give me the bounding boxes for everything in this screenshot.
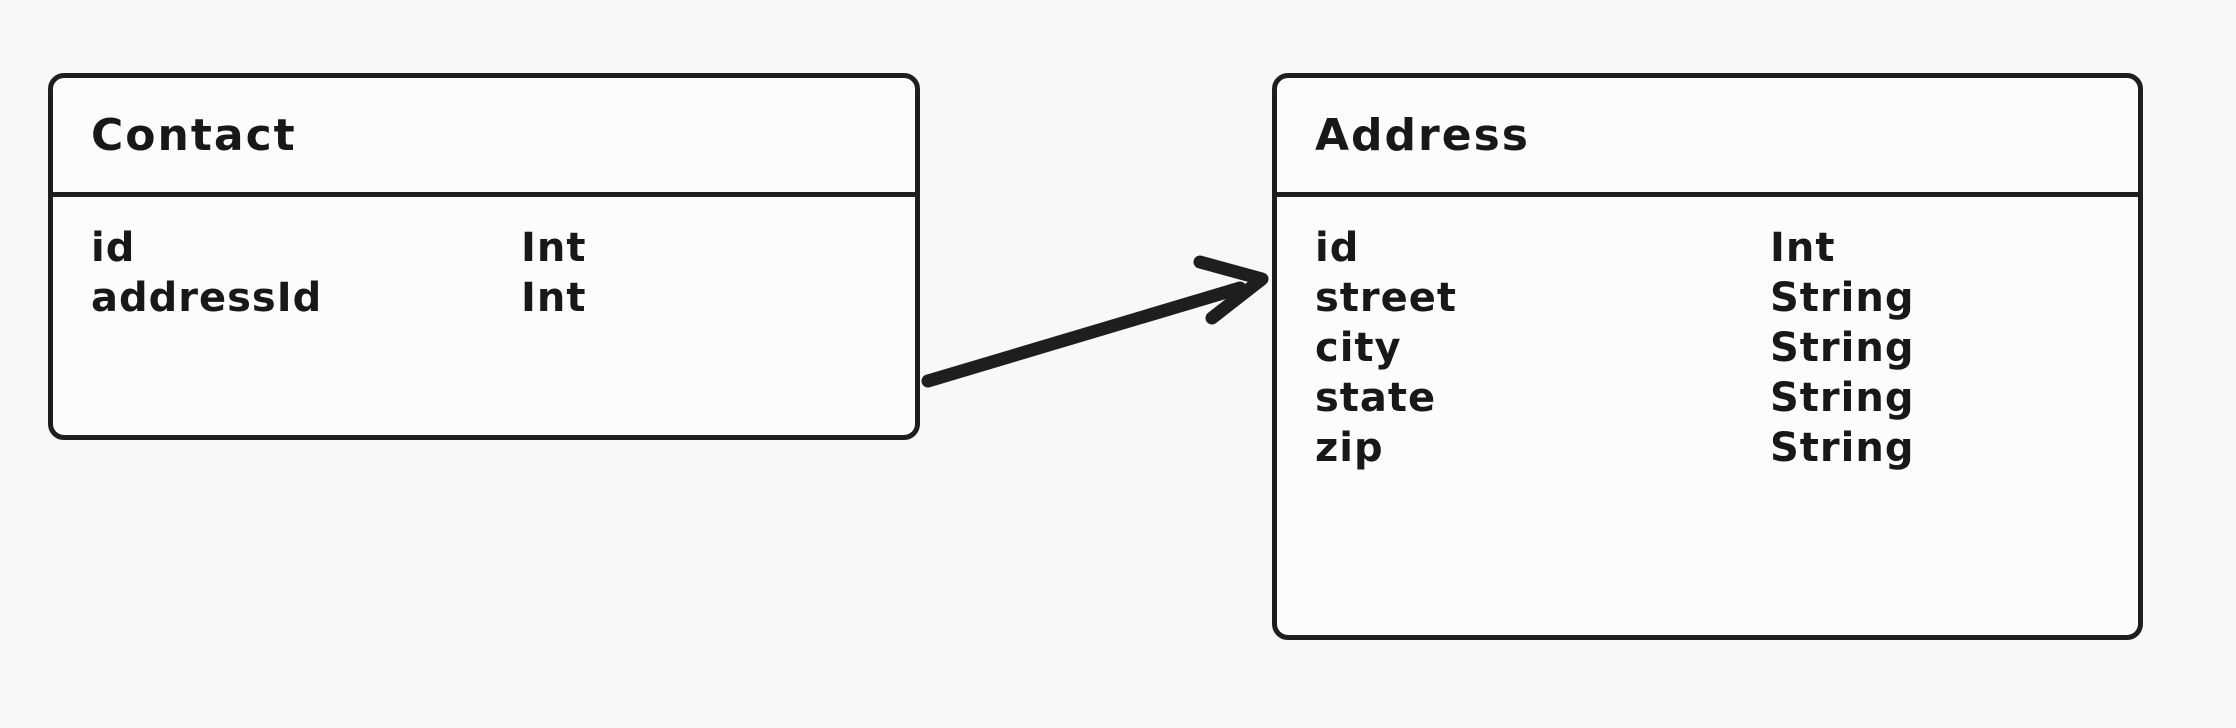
- attribute-type: Int: [521, 225, 587, 271]
- entity-contact[interactable]: Contact id Int addressId Int: [48, 73, 920, 440]
- attribute-row: street String: [1277, 275, 2138, 325]
- attribute-name: street: [1315, 275, 1458, 321]
- attribute-name: id: [1315, 225, 1360, 271]
- attribute-row: id Int: [53, 225, 915, 275]
- attribute-row: city String: [1277, 325, 2138, 375]
- attribute-type: String: [1770, 275, 1915, 321]
- attribute-row: state String: [1277, 375, 2138, 425]
- attribute-row: id Int: [1277, 225, 2138, 275]
- entity-contact-title: Contact: [91, 109, 297, 161]
- relationship-arrow-contact-to-address[interactable]: [921, 255, 1269, 388]
- attribute-row: addressId Int: [53, 275, 915, 325]
- attribute-name: addressId: [91, 275, 323, 321]
- relationship-arrow-line: [921, 281, 1247, 388]
- entity-contact-attributes: id Int addressId Int: [53, 197, 915, 325]
- attribute-name: state: [1315, 375, 1437, 421]
- attribute-row: zip String: [1277, 425, 2138, 475]
- attribute-type: String: [1770, 325, 1915, 371]
- entity-contact-header: Contact: [53, 78, 915, 197]
- attribute-type: Int: [521, 275, 587, 321]
- attribute-name: zip: [1315, 425, 1384, 471]
- attribute-name: id: [91, 225, 136, 271]
- attribute-type: String: [1770, 375, 1915, 421]
- entity-address[interactable]: Address id Int street String city String…: [1272, 73, 2143, 640]
- entity-address-header: Address: [1277, 78, 2138, 197]
- entity-address-attributes: id Int street String city String state S…: [1277, 197, 2138, 475]
- relationship-arrow-head: [1193, 255, 1269, 325]
- entity-address-title: Address: [1315, 109, 1530, 161]
- attribute-type: Int: [1770, 225, 1836, 271]
- attribute-type: String: [1770, 425, 1915, 471]
- attribute-name: city: [1315, 325, 1402, 371]
